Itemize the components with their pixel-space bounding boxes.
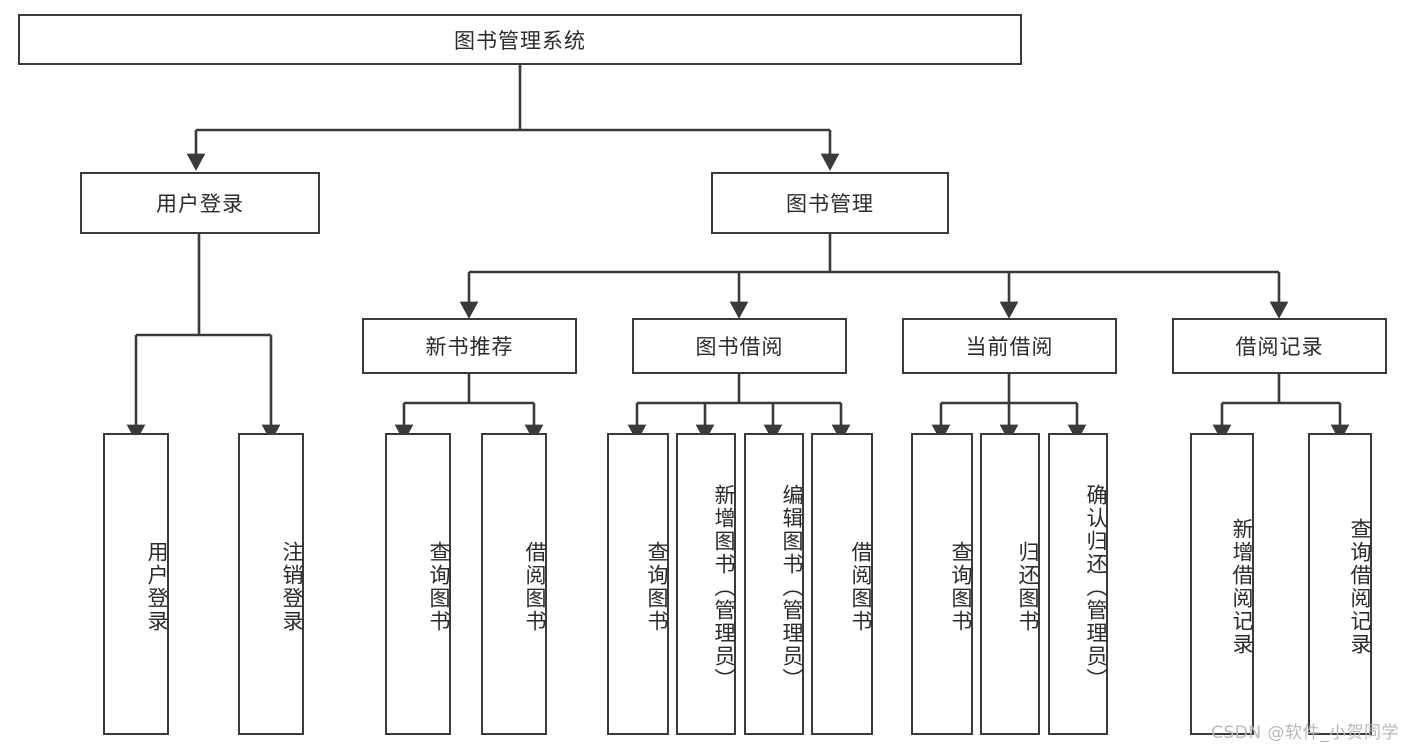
node-leaf-user-login[interactable]: 用户登录 xyxy=(103,433,169,735)
node-leaf-query-book-2-label: 查询图书 xyxy=(645,541,669,633)
node-leaf-borrow-book-2[interactable]: 借阅图书 xyxy=(811,433,873,735)
node-leaf-query-book-1-label: 查询图书 xyxy=(427,541,451,633)
watermark: CSDN @软件_小贺同学 xyxy=(1211,723,1399,743)
node-leaf-confirm-return-label: 确认归还（管理员） xyxy=(1084,483,1108,691)
node-leaf-confirm-return[interactable]: 确认归还（管理员） xyxy=(1048,433,1108,735)
node-leaf-return-book-label: 归还图书 xyxy=(1016,541,1040,633)
node-leaf-edit-book-label: 编辑图书（管理员） xyxy=(780,483,804,691)
node-leaf-query-book-3[interactable]: 查询图书 xyxy=(911,433,973,735)
node-user-login-label: 用户登录 xyxy=(156,192,244,216)
node-leaf-query-book-3-label: 查询图书 xyxy=(949,541,973,633)
node-leaf-user-logout[interactable]: 注销登录 xyxy=(238,433,304,735)
node-book-manage[interactable]: 图书管理 xyxy=(711,172,949,234)
node-borrow-record[interactable]: 借阅记录 xyxy=(1172,318,1387,374)
node-leaf-user-login-label: 用户登录 xyxy=(145,541,169,633)
node-root-label: 图书管理系统 xyxy=(454,28,586,53)
node-leaf-query-book-1[interactable]: 查询图书 xyxy=(385,433,451,735)
node-leaf-query-record[interactable]: 查询借阅记录 xyxy=(1308,433,1372,735)
node-book-manage-label: 图书管理 xyxy=(786,192,874,216)
node-new-book-recommend[interactable]: 新书推荐 xyxy=(362,318,577,374)
node-book-borrow[interactable]: 图书借阅 xyxy=(632,318,847,374)
node-book-borrow-label: 图书借阅 xyxy=(695,335,784,359)
node-current-borrow[interactable]: 当前借阅 xyxy=(902,318,1117,374)
node-leaf-borrow-book-1-label: 借阅图书 xyxy=(523,541,547,633)
node-leaf-add-book[interactable]: 新增图书（管理员） xyxy=(676,433,736,735)
node-user-login[interactable]: 用户登录 xyxy=(80,172,320,234)
node-leaf-edit-book[interactable]: 编辑图书（管理员） xyxy=(744,433,804,735)
node-leaf-query-book-2[interactable]: 查询图书 xyxy=(607,433,669,735)
node-leaf-user-logout-label: 注销登录 xyxy=(280,541,304,633)
node-leaf-borrow-book-1[interactable]: 借阅图书 xyxy=(481,433,547,735)
node-leaf-add-book-label: 新增图书（管理员） xyxy=(712,483,736,691)
node-leaf-add-record-label: 新增借阅记录 xyxy=(1230,518,1254,656)
node-borrow-record-label: 借阅记录 xyxy=(1235,335,1324,359)
node-current-borrow-label: 当前借阅 xyxy=(965,335,1054,359)
node-leaf-query-record-label: 查询借阅记录 xyxy=(1348,518,1372,656)
node-new-book-recommend-label: 新书推荐 xyxy=(425,335,514,359)
node-leaf-return-book[interactable]: 归还图书 xyxy=(980,433,1040,735)
node-leaf-borrow-book-2-label: 借阅图书 xyxy=(849,541,873,633)
node-root[interactable]: 图书管理系统 xyxy=(18,14,1022,65)
node-leaf-add-record[interactable]: 新增借阅记录 xyxy=(1190,433,1254,735)
